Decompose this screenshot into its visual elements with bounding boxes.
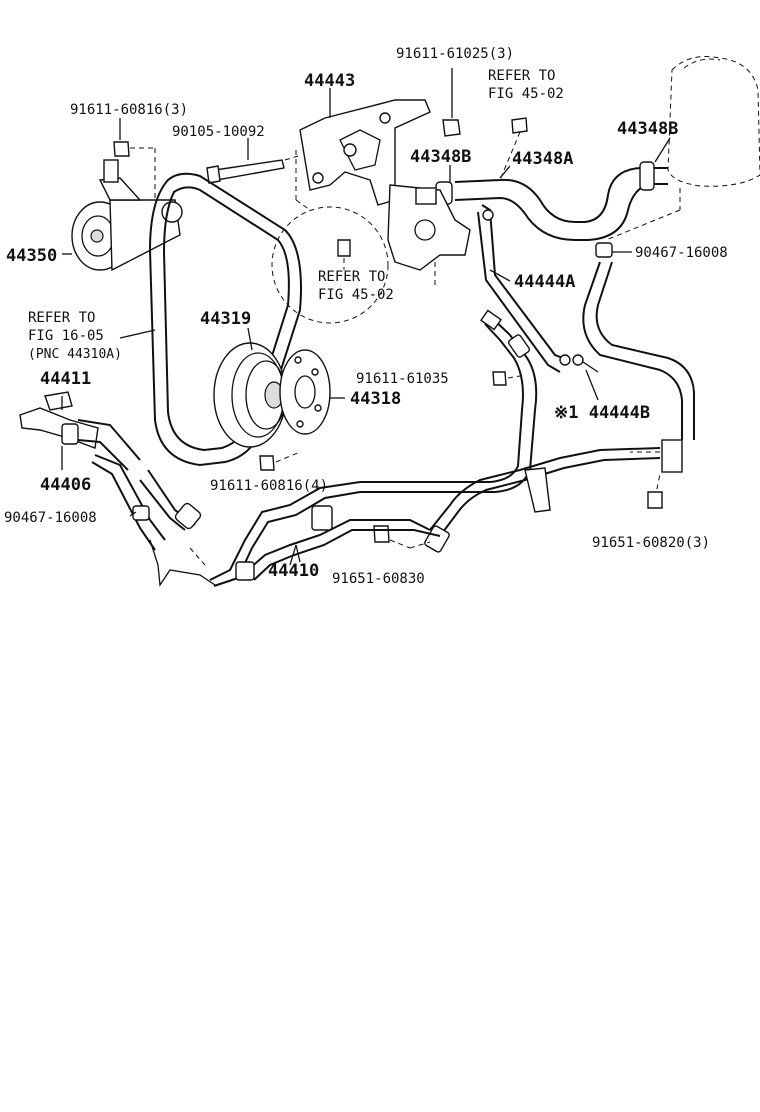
label-44348b-mid: 44348B: [410, 147, 471, 167]
label-91611-61025: 91611-61025(3): [396, 46, 514, 62]
label-44406: 44406: [40, 475, 91, 495]
label-refer-45-02-top-line1: REFER TO: [488, 68, 555, 84]
damper-plate-44318: [279, 349, 345, 435]
clip-90467-16008-left: [132, 505, 150, 521]
pipe-clamp-center: [311, 505, 333, 531]
pressure-hose-fitting: [508, 334, 530, 358]
hose-44406: [91, 454, 216, 587]
pump-bracket-44443: [299, 99, 431, 206]
bolt-upper-right-icon: [511, 117, 528, 134]
label-refer-45-02-top-line2: FIG 45-02: [488, 86, 564, 102]
bolt-91611-60816-icon: [113, 141, 156, 200]
label-refer-16-05-line2: FIG 16-05: [28, 328, 104, 344]
label-90467-16008-right: 90467-16008: [635, 245, 728, 261]
idler-adjust-bolt-icon: [103, 159, 119, 183]
leader-lines: [61, 88, 671, 566]
pressure-pipe-union: [480, 309, 502, 331]
label-44411: 44411: [40, 369, 91, 389]
label-44444a: 44444A: [514, 272, 575, 292]
pipe-clamp-lower-left: [235, 561, 255, 581]
label-44443: 44443: [304, 71, 355, 91]
return-pipe-44410: [373, 447, 661, 553]
label-44348b-top: 44348B: [617, 119, 678, 139]
label-90467-16008-left: 90467-16008: [4, 510, 97, 526]
clip-90467-16008-right: [595, 242, 613, 258]
label-44318: 44318: [350, 389, 401, 409]
bracket-44444a: [477, 204, 599, 373]
callout-labels: 91611-61025(3) REFER TO FIG 45-02 44443 …: [4, 46, 728, 587]
label-refer-16-05-line1: REFER TO: [28, 310, 95, 326]
label-91611-60816-4: 91611-60816(4): [210, 478, 328, 494]
bolt-91651-60820-icon: [647, 491, 663, 509]
hose-44411: [19, 391, 141, 471]
hose-clamp-44411: [61, 423, 79, 445]
power-steering-pump: [271, 150, 471, 324]
reservoir-tank: [605, 56, 760, 241]
label-44444b: ※1 44444B: [554, 403, 650, 423]
label-91651-60830: 91651-60830: [332, 571, 425, 587]
label-44319: 44319: [200, 309, 251, 329]
crank-pulley-44319: [213, 342, 287, 448]
label-44410: 44410: [268, 561, 319, 581]
bolt-91651-60830-icon: [373, 525, 390, 543]
pump-outlet-fitting: [415, 187, 437, 205]
pressure-pipe: [360, 309, 538, 493]
pipe-assembly-lower: [209, 481, 441, 587]
hose-end-44406: [174, 502, 202, 530]
return-hose-44348a: [435, 131, 668, 241]
return-pipe-bracket: [524, 467, 551, 513]
bolt-91611-61035-icon: [492, 371, 507, 386]
bolt-91611-61025-icon: [442, 68, 461, 137]
bolt-90105-10092-icon: [206, 155, 299, 184]
label-44348a: 44348A: [512, 149, 573, 169]
label-refer-45-02-mid-line2: FIG 45-02: [318, 287, 394, 303]
pipe-bracket-right: [661, 439, 683, 473]
bolt-pump-mount-icon: [337, 239, 351, 257]
label-91611-61035: 91611-61035: [356, 371, 449, 387]
hose-clamp-44348b-top: [639, 161, 655, 191]
suction-pipe: [582, 242, 695, 509]
label-refer-45-02-mid-line1: REFER TO: [318, 269, 385, 285]
bolt-91611-60816-4-icon: [259, 451, 301, 471]
label-refer-16-05-line3: (PNC 44310A): [28, 347, 122, 362]
idler-pulley-44350: [71, 159, 183, 272]
label-44350: 44350: [6, 246, 57, 266]
label-91611-60816-3: 91611-60816(3): [70, 102, 188, 118]
label-91651-60820: 91651-60820(3): [592, 535, 710, 551]
label-90105-10092: 90105-10092: [172, 124, 265, 140]
